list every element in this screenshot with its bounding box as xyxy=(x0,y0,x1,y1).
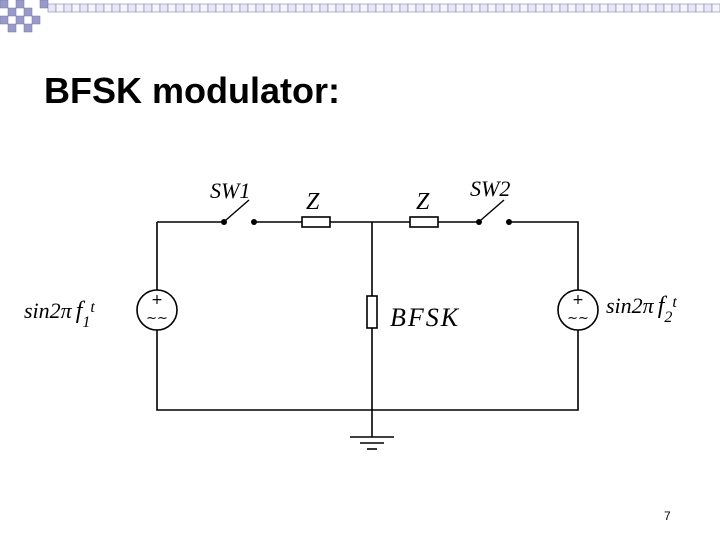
switch-sw2-label: SW2 xyxy=(470,176,510,201)
wire-left-lower xyxy=(156,330,579,411)
deco-square xyxy=(15,0,25,9)
deco-square xyxy=(0,0,9,9)
output-resistor xyxy=(366,295,378,329)
voltage-source-2: + ~~ xyxy=(557,289,599,331)
deco-square xyxy=(711,3,720,13)
decorative-checker-band xyxy=(0,0,720,33)
switch-sw1-label: SW1 xyxy=(210,178,250,203)
source-1-plus: + xyxy=(151,292,163,308)
source-2-plus: + xyxy=(572,292,584,308)
impedance-z1 xyxy=(301,216,331,228)
wire-sw2-to-right xyxy=(510,221,579,290)
deco-square xyxy=(7,23,17,33)
deco-square xyxy=(15,15,25,25)
switch-sw2 xyxy=(476,199,512,225)
voltage-source-1: + ~~ xyxy=(136,289,178,331)
deco-square xyxy=(7,7,17,17)
impedance-z2-label: Z xyxy=(416,189,430,215)
source-2-wave: ~~ xyxy=(567,311,589,326)
impedance-z2 xyxy=(409,216,439,228)
deco-square xyxy=(0,15,9,25)
deco-square xyxy=(31,15,41,25)
deco-square xyxy=(23,7,33,17)
deco-square xyxy=(23,23,33,33)
source-1-wave: ~~ xyxy=(146,311,168,326)
impedance-z1-label: Z xyxy=(306,189,320,215)
slide-title: BFSK modulator: xyxy=(44,70,340,111)
page-number: 7 xyxy=(664,509,671,523)
switch-sw1 xyxy=(221,199,257,225)
output-label: BFSK xyxy=(390,303,460,332)
ground-symbol xyxy=(350,436,394,450)
